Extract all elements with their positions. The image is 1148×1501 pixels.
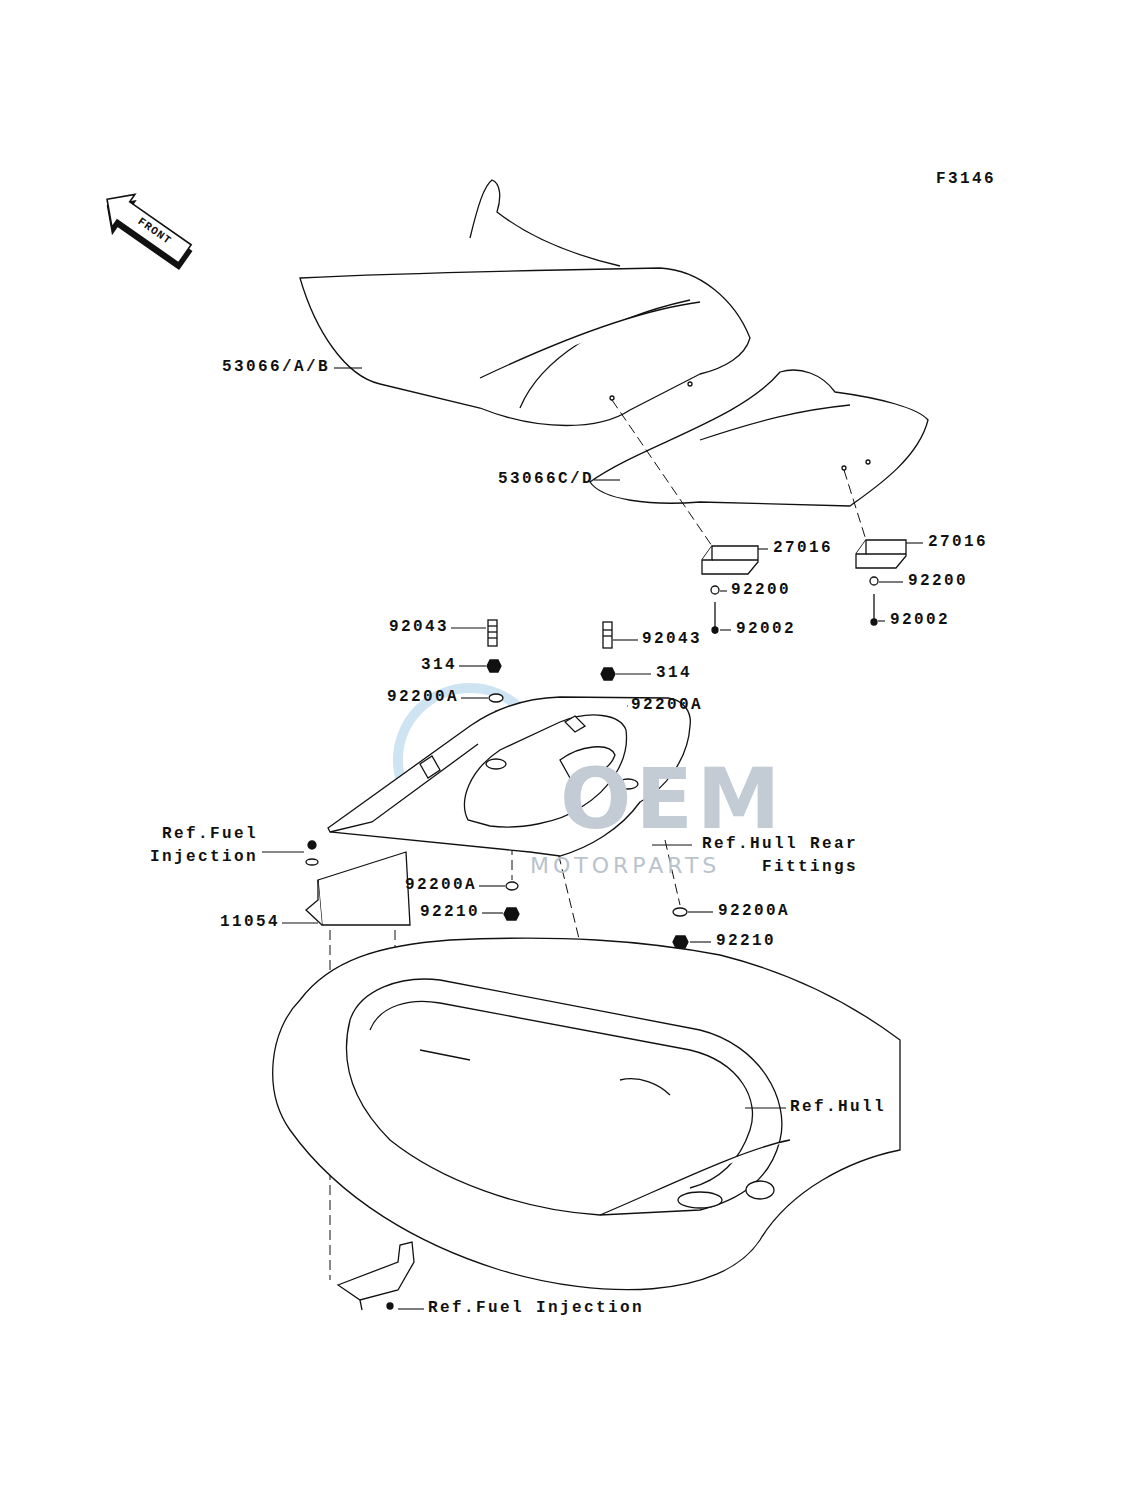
reference-label: Ref.Fuel Injection: [428, 1297, 644, 1320]
callout-number: 27016: [928, 531, 988, 554]
callout-number: 314: [656, 662, 692, 685]
callout-number: 314: [421, 654, 457, 677]
seat: [300, 180, 750, 426]
hull: [273, 938, 900, 1290]
leader-line: [262, 368, 923, 1309]
callout-number: 92002: [890, 609, 950, 632]
callout-number: 92043: [389, 616, 449, 639]
figure-code: F3146: [936, 168, 996, 191]
part-number: 53066/A/B: [222, 356, 330, 379]
callout-number: 27016: [773, 537, 833, 560]
reference-label: Ref.Fuel Injection: [144, 823, 258, 869]
callout-number: 92200: [908, 570, 968, 593]
fuel-injection-bracket: [338, 1242, 414, 1310]
watermark-text: OEM: [560, 739, 784, 861]
callout-number: 92002: [736, 618, 796, 641]
pillion-seat: [590, 370, 928, 506]
callout-number: 92200A: [631, 694, 703, 717]
callout-number: 92210: [420, 901, 480, 924]
watermark-text: MOTORPARTS: [530, 850, 720, 882]
callout-number: 92210: [716, 930, 776, 953]
hardware: [306, 577, 878, 948]
callout-number: 92200A: [387, 686, 459, 709]
part-number: 53066C/D: [498, 468, 594, 491]
front-arrow: [93, 183, 200, 277]
callout-number: 11054: [220, 911, 280, 934]
bracket: [306, 852, 410, 925]
callout-number: 92200A: [405, 874, 477, 897]
callout-number: 92043: [642, 628, 702, 651]
reference-label: Ref.Hull: [790, 1096, 886, 1119]
callout-number: 92200A: [718, 900, 790, 923]
callout-number: 92200: [731, 579, 791, 602]
